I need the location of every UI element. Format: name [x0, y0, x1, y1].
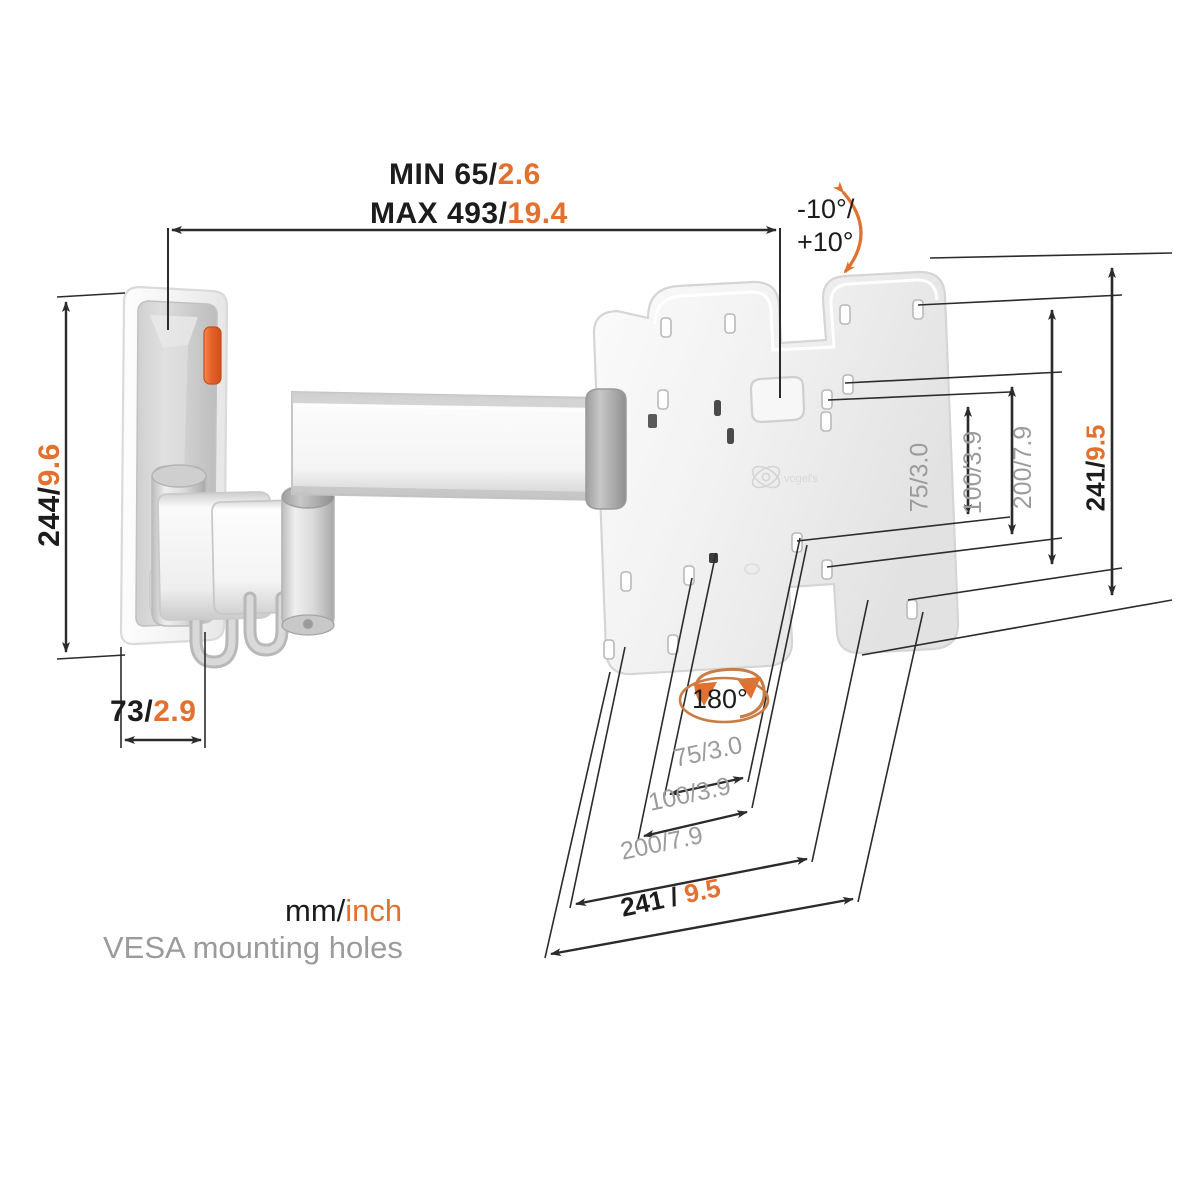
tilt-angle-line1: -10°/	[797, 194, 855, 224]
release-tab-icon	[203, 326, 222, 385]
vesa-legend-caption: VESA mounting holes	[103, 930, 403, 965]
vesa-vertical-241-label: 241/9.5	[1080, 424, 1111, 512]
extension-min-label: MIN 65/2.6	[389, 158, 541, 191]
depth-dimension-label: 73/2.9	[110, 695, 197, 728]
svg-text:vogel's: vogel's	[784, 473, 818, 485]
tv-bracket-plate: vogel's	[592, 270, 960, 676]
witness-line-top	[56, 292, 126, 298]
inner-arm-segment	[151, 464, 315, 669]
swivel-angle-indicator	[678, 667, 770, 724]
tilt-angle-line2: +10°	[797, 227, 854, 257]
units-legend: mm/inch	[285, 893, 403, 928]
witness-line-bottom	[56, 654, 126, 660]
tilt-angle-indicator	[833, 181, 863, 274]
swivel-angle-label: 180°	[692, 684, 748, 714]
product-illustration: vogel's	[119, 270, 960, 676]
height-dimension-label: 244/9.6	[32, 443, 66, 547]
vesa-vertical-75-label: 75/3.0	[905, 442, 934, 513]
dimension-lines	[56, 226, 1173, 959]
vogels-logo: vogel's	[751, 465, 818, 489]
vesa-vertical-100-label: 100/3.9	[959, 430, 988, 515]
vesa-vertical-200-label: 200/7.9	[1009, 425, 1038, 510]
extension-max-label: MAX 493/19.4	[370, 197, 568, 230]
plate-hinge	[585, 388, 627, 510]
mid-hinge	[281, 485, 335, 636]
main-arm	[291, 390, 602, 502]
